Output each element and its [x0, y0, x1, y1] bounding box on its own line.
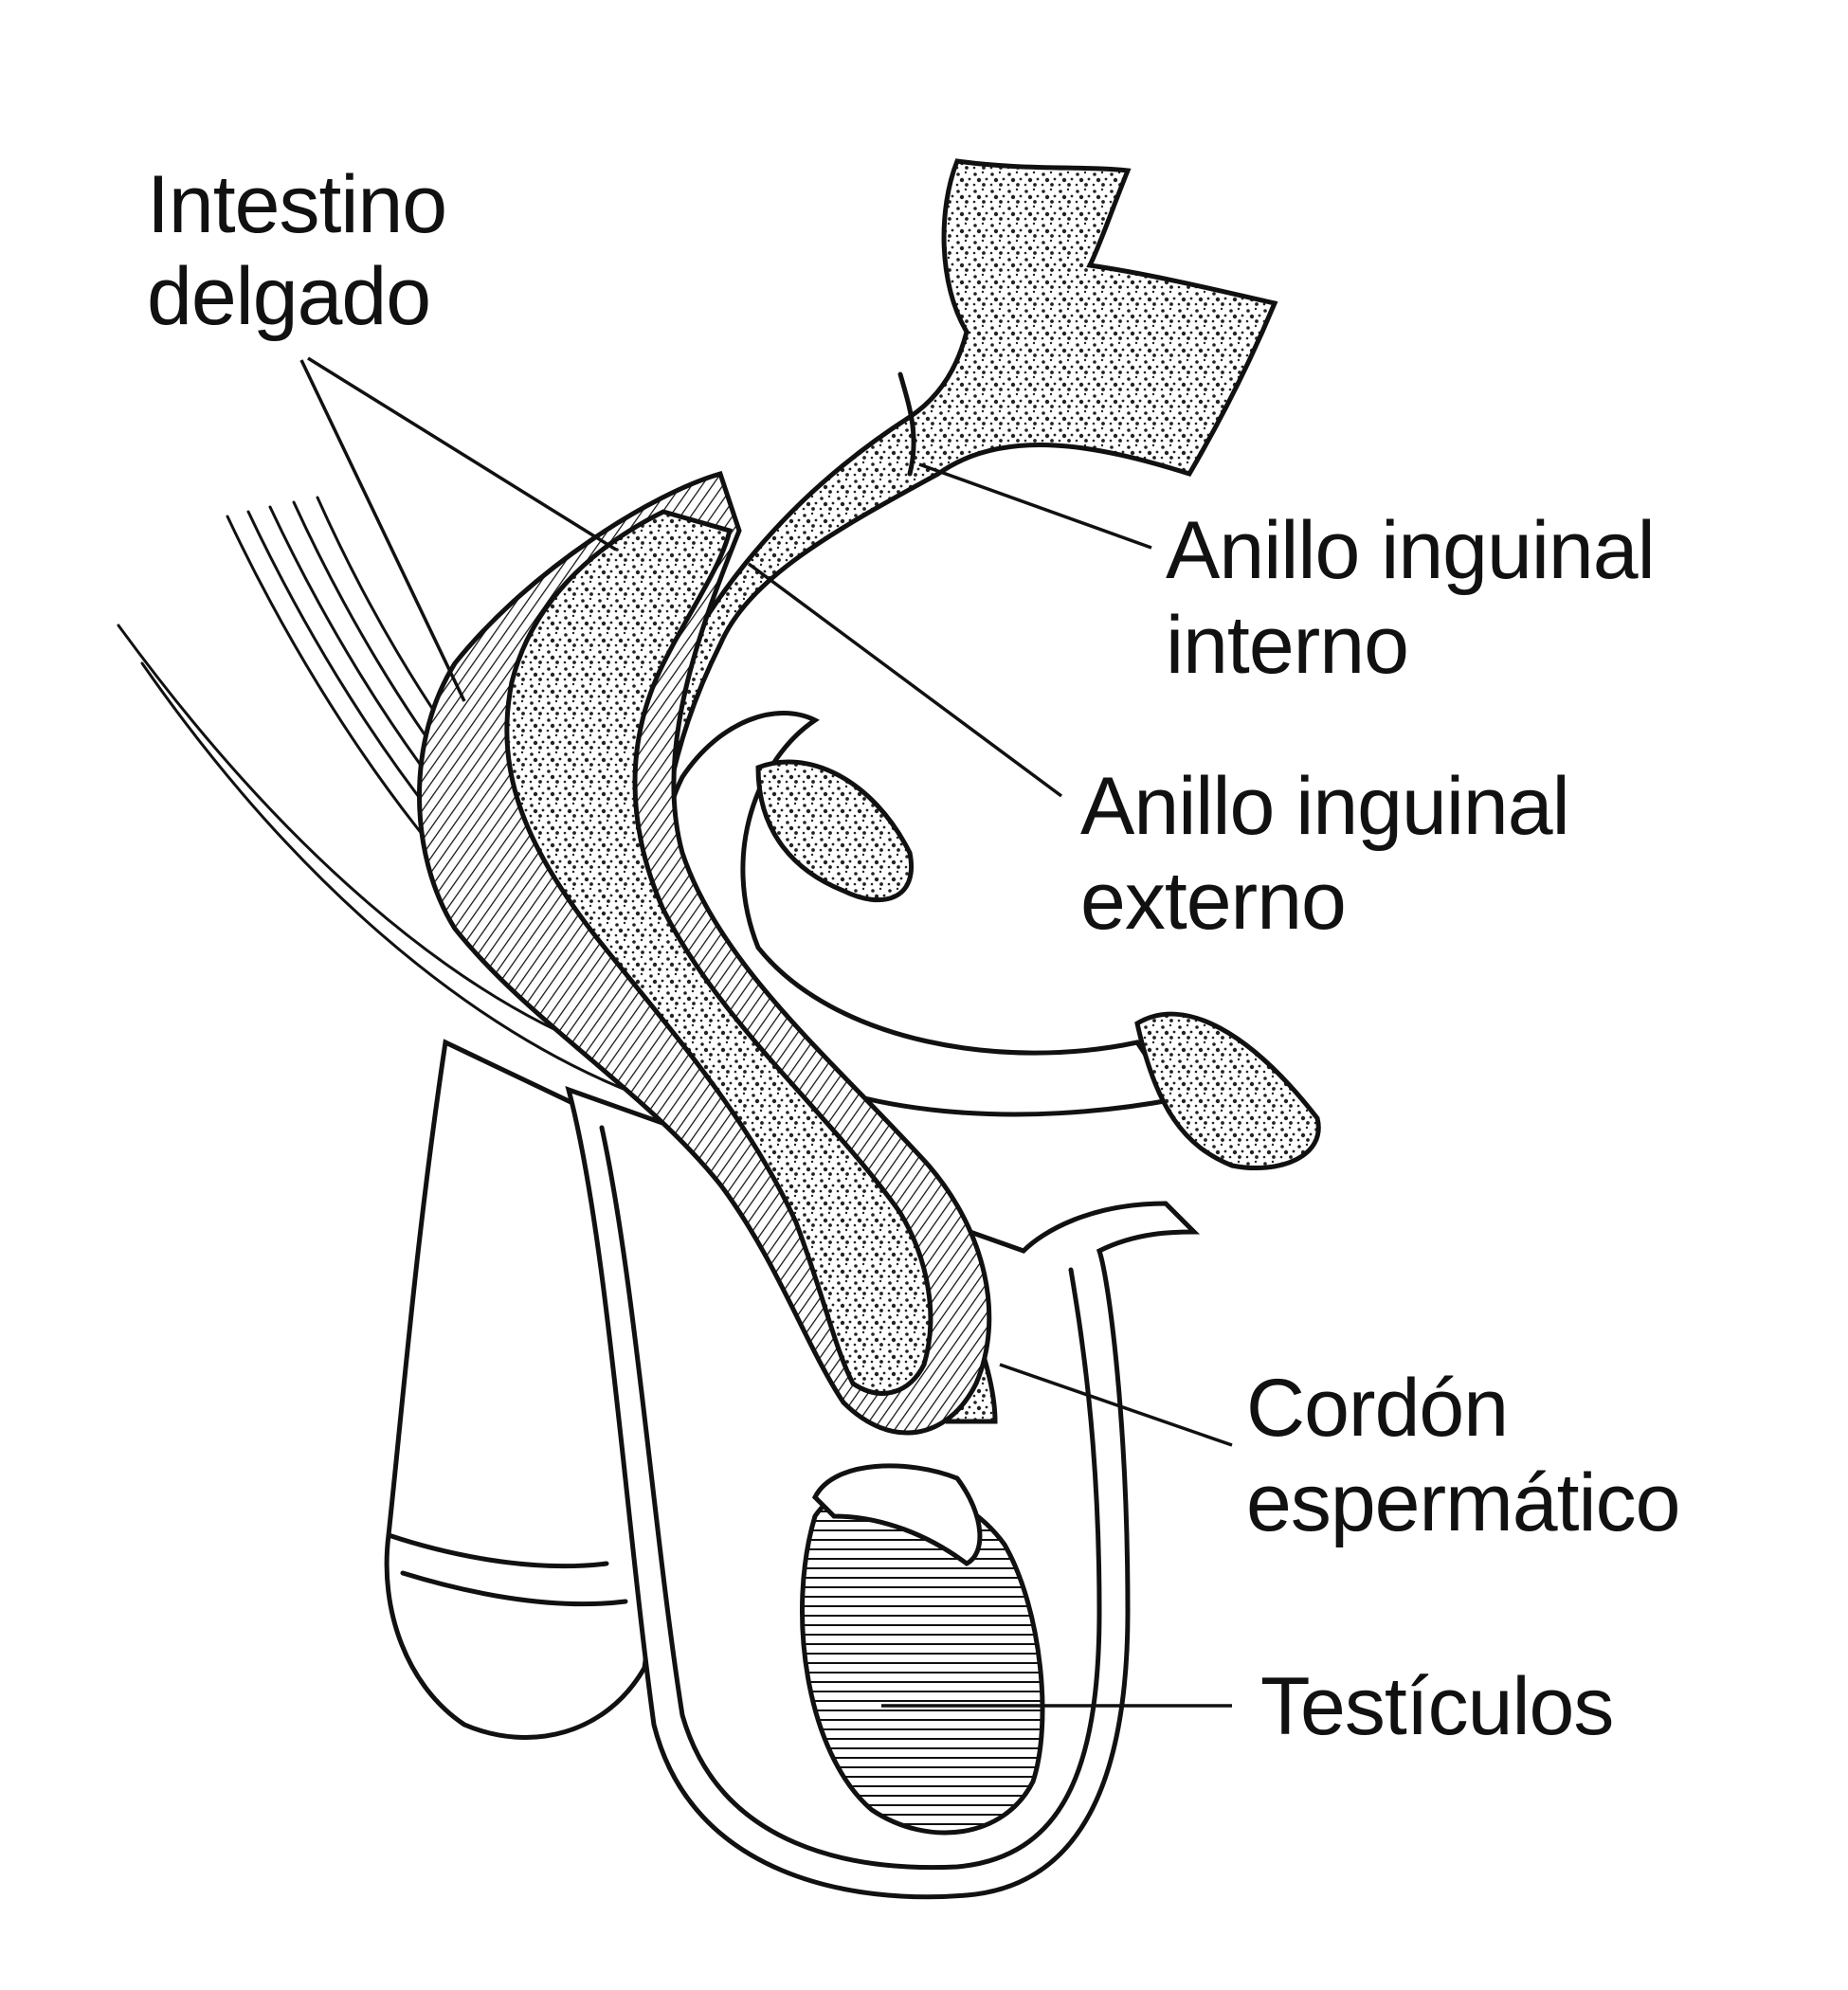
testicle [800, 1463, 1045, 1836]
label-small-intestine: Intestino delgado [147, 159, 447, 342]
label-external-ring-line2: externo [1080, 856, 1346, 947]
small-intestine [504, 509, 933, 1396]
label-testicles: Testículos [1260, 1661, 1614, 1752]
label-small-intestine-line1: Intestino [147, 159, 446, 250]
leader-external-ring [747, 562, 1063, 798]
label-internal-ring: Anillo inguinal interno [1166, 505, 1656, 691]
label-small-intestine-line2: delgado [147, 251, 430, 342]
label-testicles-line1: Testículos [1260, 1661, 1613, 1752]
leader-lines [299, 356, 1233, 1708]
label-external-ring-line1: Anillo inguinal [1080, 761, 1569, 852]
label-spermatic-cord-line1: Cordón [1246, 1363, 1508, 1454]
label-spermatic-cord-line2: espermático [1246, 1457, 1679, 1548]
penis-outline [384, 1039, 659, 1740]
label-internal-ring-line2: interno [1166, 600, 1408, 691]
leader-spermatic-cord [999, 1363, 1233, 1447]
label-external-ring: Anillo inguinal externo [1080, 761, 1570, 947]
leader-small-intestine-b [307, 356, 617, 552]
label-internal-ring-line1: Anillo inguinal [1166, 505, 1655, 596]
label-spermatic-cord: Cordón espermático [1246, 1363, 1680, 1548]
leader-internal-ring [918, 462, 1152, 550]
leader-small-intestine-a [299, 359, 466, 702]
